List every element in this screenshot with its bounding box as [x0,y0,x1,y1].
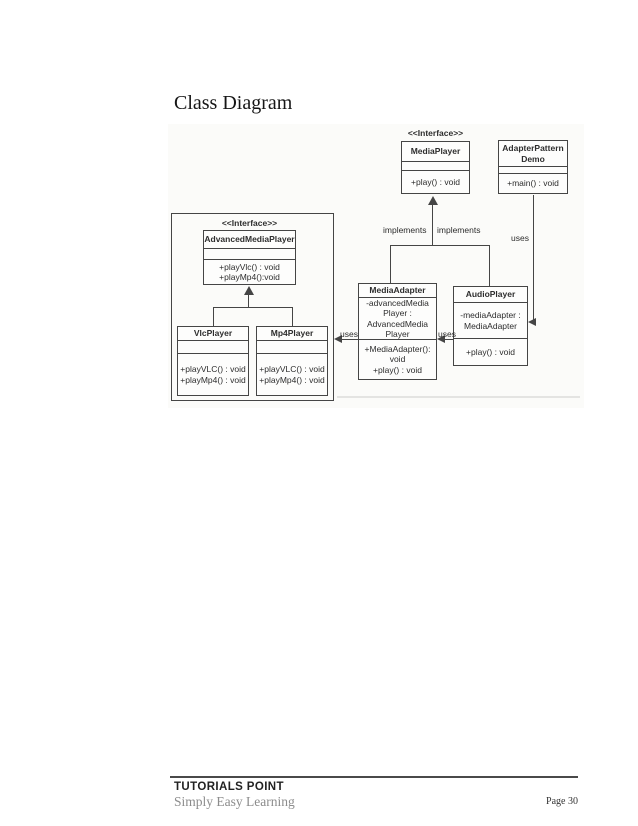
uses-arrowhead-icon [528,318,536,326]
attribute-line: Player [385,329,410,339]
class-operations: +playVLC() : void +playMp4() : void [257,354,327,395]
class-name: AdapterPattern Demo [499,141,567,167]
class-box-mediaplayer: MediaPlayer +play() : void [401,141,470,194]
class-attributes: -mediaAdapter : MediaAdapter [454,303,527,339]
operation-line: void [389,354,406,365]
class-box-advancedmediaplayer: AdvancedMediaPlayer +playVlc() : void +p… [203,230,296,285]
class-attributes [257,341,327,354]
edge-label-uses: uses [438,329,456,339]
operation: +playVlc() : void [219,261,280,272]
class-attributes: -advancedMedia Player : AdvancedMedia Pl… [359,298,436,340]
package-box-advancedmediaplayer [171,213,334,401]
operation: +playMp4() : void [180,374,246,385]
attribute-line: -mediaAdapter : [460,310,521,320]
operation: +main() : void [507,178,559,189]
stereotype-advancedmediaplayer: <<Interface>> [221,218,278,228]
class-box-mp4player: Mp4Player +playVLC() : void +playMp4() :… [256,326,328,396]
operation-line: +play() : void [373,364,422,375]
class-name-line: Demo [521,153,545,164]
operation: +play() : void [466,346,515,357]
class-attributes [499,167,567,174]
attribute-line: MediaAdapter [464,320,517,331]
class-name-line: AdapterPattern [502,143,564,153]
class-name: AdvancedMediaPlayer [204,231,295,249]
operation-line: +MediaAdapter(): [364,343,431,354]
class-attributes [402,162,469,171]
class-name: MediaPlayer [402,142,469,162]
class-box-mediaadapter: MediaAdapter -advancedMedia Player : Adv… [358,283,437,380]
implements-arrowhead-icon [428,196,438,205]
footer-divider [170,776,578,778]
edge-label-uses: uses [511,233,529,243]
class-name: MediaAdapter [359,284,436,298]
edge-label-implements: implements [437,225,481,235]
operation: +play() : void [411,176,460,187]
attribute-line: Player : [383,308,412,318]
class-name: VlcPlayer [178,327,248,341]
operation: +playVLC() : void [259,364,325,374]
class-operations: +play() : void [402,171,469,193]
class-box-vlcplayer: VlcPlayer +playVLC() : void +playMp4() :… [177,326,249,396]
uses-arrowhead-icon [334,335,342,343]
operation: +playMp4():void [219,272,280,282]
footer-brand: TUTORIALS POINT [174,781,284,793]
class-attributes [204,249,295,260]
footer-tagline: Simply Easy Learning [174,794,295,809]
class-operations: +MediaAdapter(): void +play() : void [359,340,436,379]
generalization-arrowhead-icon [244,286,254,295]
attribute-line: AdvancedMedia [367,318,428,329]
class-operations: +playVlc() : void +playMp4():void [204,260,295,284]
class-name: AudioPlayer [454,287,527,303]
page-number: Page 30 [546,796,578,807]
class-name: Mp4Player [257,327,327,341]
edge-label-implements: implements [383,225,427,235]
class-operations: +play() : void [454,339,527,365]
stereotype-mediaplayer: <<Interface>> [407,128,464,138]
class-operations: +main() : void [499,174,567,193]
class-operations: +playVLC() : void +playMp4() : void [178,354,248,395]
class-box-audioplayer: AudioPlayer -mediaAdapter : MediaAdapter… [453,286,528,366]
operation: +playMp4() : void [259,374,325,385]
class-box-adapterpattern-demo: AdapterPattern Demo +main() : void [498,140,568,194]
edge-label-uses: uses [340,329,358,339]
scan-artifact [337,396,580,398]
operation: +playVLC() : void [180,364,246,374]
class-attributes [178,341,248,354]
uses-arrowhead-icon [437,335,445,343]
page-title: Class Diagram [174,92,293,114]
attribute-line: -advancedMedia [366,297,429,308]
